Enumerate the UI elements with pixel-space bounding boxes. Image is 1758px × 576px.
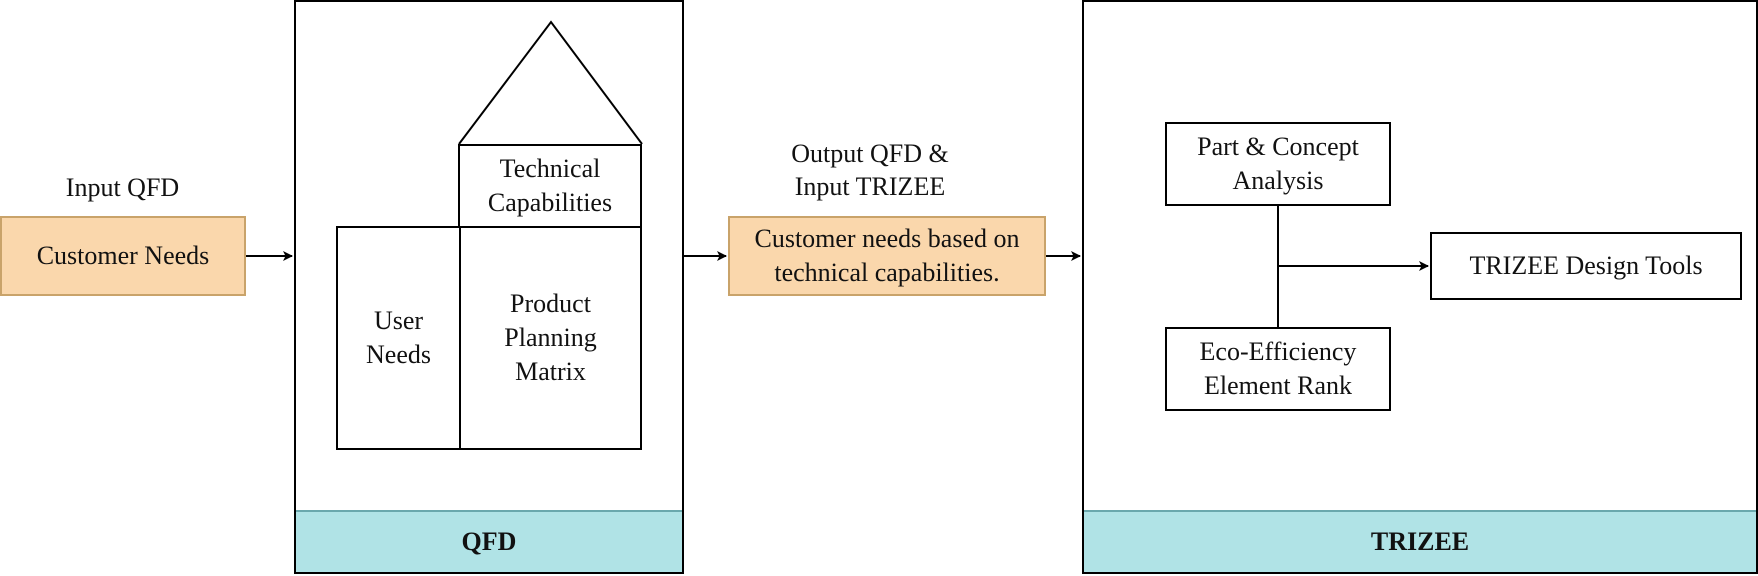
trizee-design-tools-box: TRIZEE Design Tools xyxy=(1430,232,1742,300)
product-planning-matrix-box: Product Planning Matrix xyxy=(459,226,642,450)
user-needs-box: User Needs xyxy=(336,226,461,450)
house-roof xyxy=(458,20,643,145)
customer-needs-box: Customer Needs xyxy=(0,216,246,296)
output-qfd-input-trizee-label: Output QFD & Input TRIZEE xyxy=(791,139,949,201)
input-qfd-label: Input QFD xyxy=(65,173,180,202)
customer-needs-technical-box: Customer needs based on technical capabi… xyxy=(728,216,1046,296)
qfd-footer: QFD xyxy=(296,510,682,572)
technical-capabilities-box: Technical Capabilities xyxy=(458,144,642,228)
trizee-footer: TRIZEE xyxy=(1084,510,1756,572)
eco-efficiency-element-rank-box: Eco-Efficiency Element Rank xyxy=(1165,327,1391,411)
part-concept-analysis-box: Part & Concept Analysis xyxy=(1165,122,1391,206)
